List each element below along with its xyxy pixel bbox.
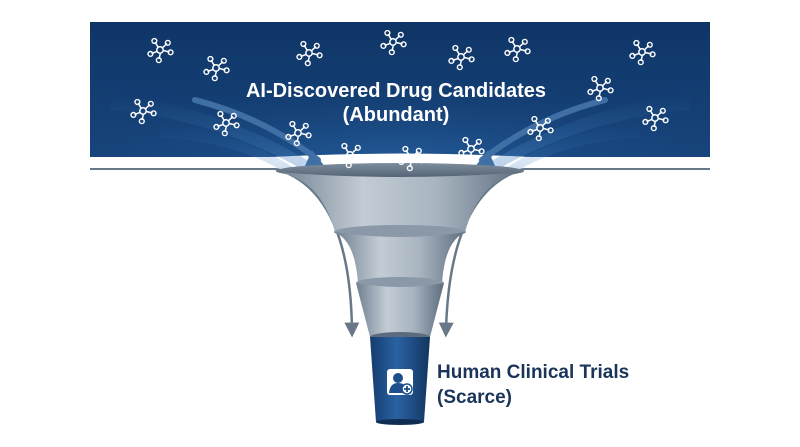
bottom-label-line1: Human Clinical Trials — [437, 362, 629, 383]
top-label-line1: AI-Discovered Drug Candidates — [246, 80, 546, 102]
funnel — [276, 163, 524, 342]
banner — [90, 22, 710, 172]
inflow-arrows — [192, 97, 608, 168]
patient-plus-icon — [387, 369, 413, 395]
top-label-line2: (Abundant) — [343, 104, 450, 126]
bottom-label-line2: (Scarce) — [437, 387, 512, 408]
